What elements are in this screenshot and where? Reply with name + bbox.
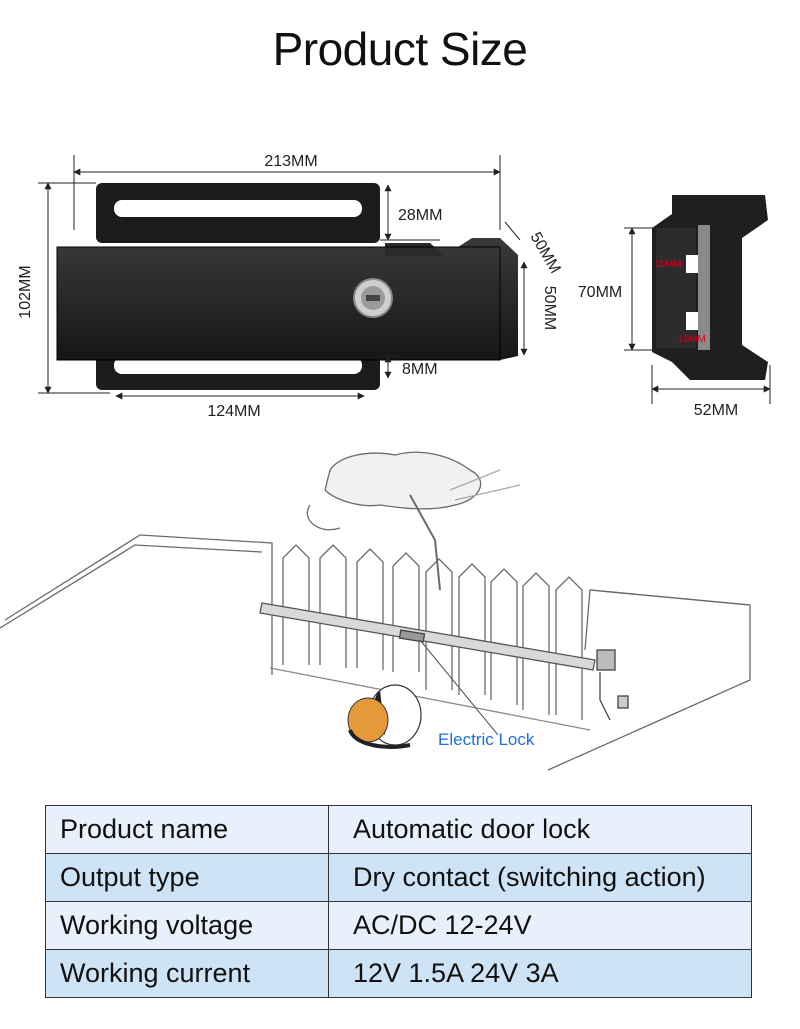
dim-hole-top: 10MM (654, 259, 682, 270)
table-row: Working current 12V 1.5A 24V 3A (45, 949, 752, 998)
table-row: Output type Dry contact (switching actio… (45, 853, 752, 902)
dim-depth-top: 50MM (527, 230, 564, 277)
electric-lock-callout: Electric Lock (438, 730, 535, 749)
dim-body-height: 50MM (541, 286, 558, 330)
bracket-drawing (624, 195, 771, 404)
pets-illustration (347, 684, 422, 749)
spec-label: Working current (45, 949, 329, 998)
dim-width-total: 213MM (264, 153, 317, 170)
spec-label: Product name (45, 805, 329, 854)
dim-bracket-width: 52MM (694, 402, 738, 419)
lock-body (56, 183, 518, 390)
dimension-lines (38, 155, 528, 400)
spec-value: Dry contact (switching action) (328, 853, 752, 902)
dim-height-total: 102MM (17, 265, 34, 318)
page-title: Product Size (272, 23, 528, 75)
table-row: Product name Automatic door lock (45, 805, 752, 854)
dim-slot-gap: 8MM (402, 361, 438, 378)
dim-slot-height: 28MM (398, 207, 442, 224)
dim-slot-length: 124MM (207, 403, 260, 420)
spec-value: AC/DC 12-24V (328, 901, 752, 950)
spec-value: Automatic door lock (328, 805, 752, 854)
spec-label: Working voltage (45, 901, 329, 950)
gate-illustration (0, 451, 751, 771)
dim-bracket-height: 70MM (578, 284, 622, 301)
dim-hole-bottom: 10MM (678, 334, 706, 345)
table-row: Working voltage AC/DC 12-24V (45, 901, 752, 950)
spec-label: Output type (45, 853, 329, 902)
spec-table: Product name Automatic door lock Output … (45, 805, 752, 998)
fence-pickets (269, 544, 591, 731)
spec-value: 12V 1.5A 24V 3A (328, 949, 752, 998)
